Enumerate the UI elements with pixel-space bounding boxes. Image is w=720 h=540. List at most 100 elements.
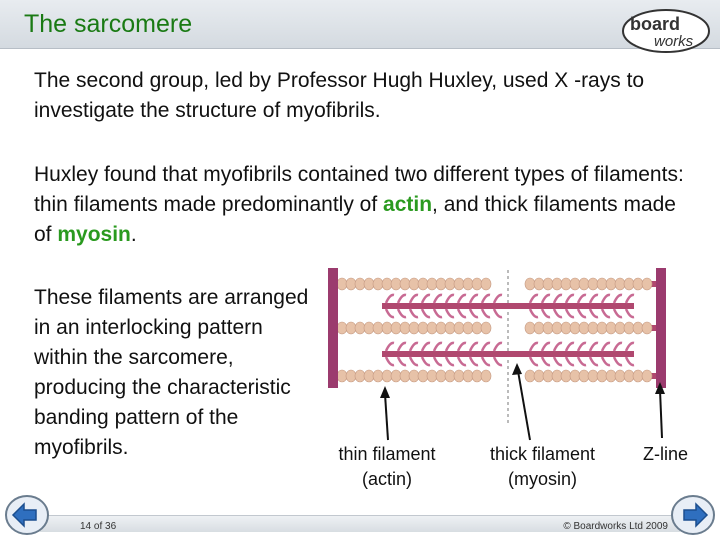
myosin-head [588, 293, 599, 304]
actin-bead [390, 369, 402, 383]
slide-footer: 14 of 36 © Boardworks Ltd 2009 [0, 500, 720, 540]
actin-bead [551, 277, 563, 291]
myosin-head [408, 356, 419, 367]
actin-bead [408, 277, 420, 291]
actin-bead [417, 321, 429, 335]
myosin-head [480, 341, 491, 352]
arrow-right-icon[interactable] [670, 494, 716, 536]
actin-bead [453, 369, 465, 383]
actin-bead [417, 277, 429, 291]
myosin-head [408, 308, 419, 319]
arrangement-paragraph: These filaments are arranged in an inter… [34, 286, 309, 459]
actin-bead [551, 369, 563, 383]
actin-bead [641, 369, 653, 383]
boardworks-logo: board works [622, 9, 710, 53]
myosin-head [612, 293, 623, 304]
actin-bead [471, 369, 483, 383]
myosin-head [396, 293, 407, 304]
actin-bead [641, 277, 653, 291]
actin-bead [363, 369, 375, 383]
myosin-head [468, 356, 479, 367]
myosin-head [468, 293, 479, 304]
myosin-head [456, 341, 467, 352]
myosin-head [564, 308, 575, 319]
myosin-head [432, 356, 443, 367]
actin-bead [435, 277, 447, 291]
actin-bead [560, 277, 572, 291]
actin-bead [641, 321, 653, 335]
actin-bead [453, 321, 465, 335]
myosin-head [552, 356, 563, 367]
actin-bead [569, 321, 581, 335]
actin-bead [345, 321, 357, 335]
actin-bead [614, 277, 626, 291]
myosin-head [576, 308, 587, 319]
myosin-head [384, 356, 395, 367]
actin-bead [471, 277, 483, 291]
myosin-head [444, 341, 455, 352]
actin-bead [551, 321, 563, 335]
actin-bead [587, 321, 599, 335]
myosin-head [396, 308, 407, 319]
actin-bead [480, 321, 492, 335]
myosin-head [480, 308, 491, 319]
myosin-term: myosin [57, 223, 131, 246]
myosin-head [396, 356, 407, 367]
svg-text:board: board [630, 14, 680, 34]
myosin-head [456, 293, 467, 304]
myosin-head [384, 341, 395, 352]
actin-bead [426, 277, 438, 291]
actin-bead [533, 321, 545, 335]
huxley-paragraph: Huxley found that myofibrils contained t… [34, 160, 684, 250]
actin-bead [381, 369, 393, 383]
actin-bead [372, 369, 384, 383]
actin-bead [542, 321, 554, 335]
myosin-head [456, 308, 467, 319]
actin-bead [587, 369, 599, 383]
actin-bead [372, 277, 384, 291]
actin-bead [596, 277, 608, 291]
actin-bead [614, 369, 626, 383]
slide-number: 14 of 36 [80, 521, 117, 532]
actin-bead [453, 277, 465, 291]
slide-header: The sarcomere board works [0, 0, 720, 53]
myosin-head [600, 341, 611, 352]
z-line-right [656, 268, 666, 388]
actin-bead [578, 277, 590, 291]
myosin-head [564, 293, 575, 304]
actin-bead [435, 369, 447, 383]
myosin-head [432, 341, 443, 352]
actin-bead [462, 369, 474, 383]
myosin-head [456, 356, 467, 367]
myosin-head [552, 293, 563, 304]
actin-bead [426, 321, 438, 335]
myosin-head [492, 356, 503, 367]
myosin-head [624, 356, 635, 367]
myosin-head [612, 308, 623, 319]
actin-bead [444, 369, 456, 383]
actin-bead [605, 321, 617, 335]
myosin-head [528, 293, 539, 304]
myosin-head [528, 356, 539, 367]
thick-filament-label-line2: (myosin) [507, 469, 577, 489]
actin-bead [569, 369, 581, 383]
myosin-head [420, 341, 431, 352]
actin-bead [623, 369, 635, 383]
actin-bead [336, 369, 348, 383]
actin-bead [417, 369, 429, 383]
myosin-head [408, 341, 419, 352]
myosin-head [420, 356, 431, 367]
sarcomere-diagram [328, 268, 666, 424]
myosin-head [384, 293, 395, 304]
actin-bead [462, 277, 474, 291]
actin-bead [614, 321, 626, 335]
copyright: © Boardworks Ltd 2009 [563, 521, 668, 532]
thin-filament-label-line1: thin filament [338, 444, 436, 464]
arrow-left-icon[interactable] [4, 494, 50, 536]
actin-bead [632, 277, 644, 291]
myosin-head [540, 308, 551, 319]
actin-bead [354, 369, 366, 383]
myosin-head [540, 341, 551, 352]
myosin-head [444, 308, 455, 319]
intro-paragraph: The second group, led by Professor Hugh … [34, 69, 645, 122]
